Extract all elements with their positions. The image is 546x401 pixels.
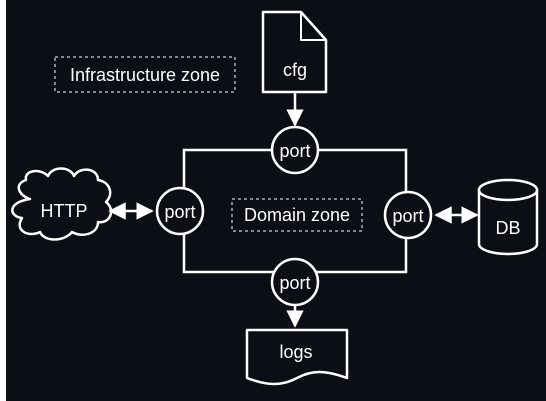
http-cloud-icon <box>11 167 113 241</box>
port-top-circle <box>270 125 320 175</box>
cfg-fold-icon <box>300 12 326 41</box>
cfg-label: cfg <box>283 60 307 80</box>
port-left-circle <box>155 186 205 236</box>
port-bottom-node: port <box>270 257 320 307</box>
port-left-node: port <box>155 186 205 236</box>
logs-label: logs <box>279 342 312 362</box>
domain-zone-label: Domain zone <box>244 205 350 225</box>
db-cylinder-body-icon <box>477 190 539 256</box>
logs-document-icon <box>245 328 349 386</box>
left-edge-strip <box>0 0 6 401</box>
infrastructure-zone-label: Infrastructure zone <box>70 65 220 85</box>
cfg-document-icon <box>261 10 328 94</box>
db-label: DB <box>495 218 520 238</box>
infrastructure-zone-box <box>54 56 236 93</box>
port-left-label: port <box>164 202 195 222</box>
port-right-node: port <box>383 190 433 240</box>
http-cloud-node: HTTP <box>11 167 113 241</box>
http-label: HTTP <box>41 201 88 221</box>
domain-zone-box <box>231 198 363 232</box>
db-cylinder-node: DB <box>477 178 539 256</box>
port-bottom-label: port <box>279 273 310 293</box>
logs-document-node: logs <box>245 328 349 386</box>
db-cylinder-top-icon <box>477 178 539 202</box>
port-top-label: port <box>279 141 310 161</box>
port-top-node: port <box>270 125 320 175</box>
infrastructure-zone-label-group: Infrastructure zone <box>54 56 236 93</box>
domain-zone-label-group: Domain zone <box>231 198 363 232</box>
cfg-document-node: cfg <box>261 10 328 94</box>
port-right-label: port <box>392 206 423 226</box>
port-right-circle <box>383 190 433 240</box>
